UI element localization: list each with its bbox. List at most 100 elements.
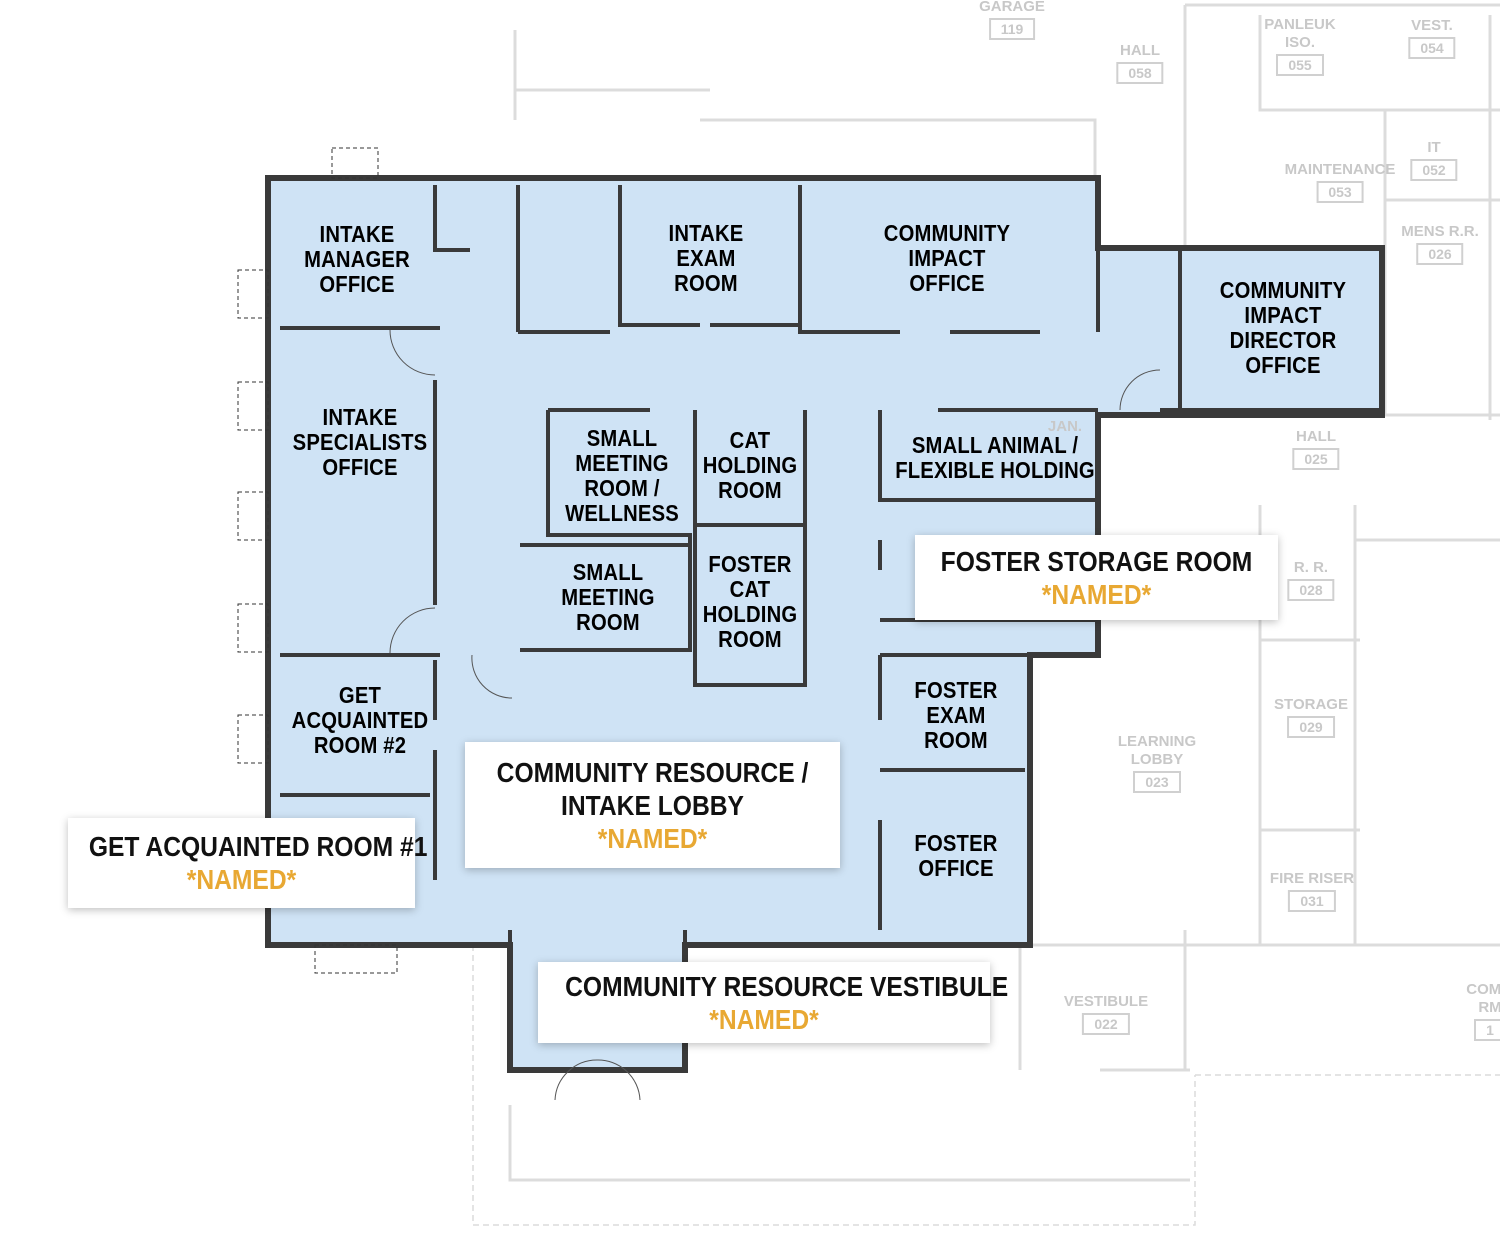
room-number: 028 <box>1287 579 1335 601</box>
room-label-line: COMMUNITY <box>883 220 1011 246</box>
existing-room-comm-rm: COMM RM1 <box>1460 981 1500 1041</box>
room-name: HALL <box>1119 42 1160 59</box>
room-label-line: INTAKE <box>319 221 395 247</box>
room-label-line: GET <box>338 682 382 708</box>
callout-foster-storage-room: FOSTER STORAGE ROOM*NAMED* <box>915 535 1278 620</box>
room-small-animal-flexible-holding: SMALL ANIMAL /FLEXIBLE HOLDING <box>882 433 1109 483</box>
callout-title: INTAKE LOBBY <box>561 789 744 821</box>
room-name: JAN. <box>1047 418 1083 435</box>
room-label-line: OFFICE <box>1245 352 1321 378</box>
existing-room-hall-058: HALL 058 <box>1116 42 1164 84</box>
room-name: LEARNING LOBBY <box>1117 733 1197 768</box>
existing-room-rr: R. R. 028 <box>1287 559 1335 601</box>
room-label-line: HOLDING <box>702 601 798 627</box>
callout-title: GET ACQUAINTED ROOM #1 <box>88 831 428 862</box>
existing-room-jan: JAN. <box>1048 418 1082 436</box>
door-swings <box>389 329 1161 1101</box>
room-name: COMM RM <box>1466 981 1500 1016</box>
named-tag: *NAMED* <box>597 822 708 854</box>
room-number: 054 <box>1408 37 1456 59</box>
room-number: 029 <box>1287 716 1335 738</box>
room-label-line: FLEXIBLE HOLDING <box>895 457 1095 483</box>
room-number: 026 <box>1416 243 1464 265</box>
room-label-line: FOSTER <box>914 830 998 856</box>
room-number: 058 <box>1116 62 1164 84</box>
room-label-line: IMPACT <box>908 245 986 271</box>
room-name: IT <box>1427 139 1441 156</box>
named-tag: *NAMED* <box>186 864 297 895</box>
room-name: MENS R.R. <box>1401 223 1479 240</box>
callout-community-resource-intake-lobby: COMMUNITY RESOURCE /INTAKE LOBBY*NAMED* <box>465 742 840 868</box>
existing-room-garage: GARAGE 119 <box>979 0 1045 40</box>
room-label-line: INTAKE <box>668 220 744 246</box>
named-tag: *NAMED* <box>709 1003 819 1035</box>
room-number: 052 <box>1410 159 1458 181</box>
room-label-line: EXAM <box>926 702 986 728</box>
room-number: 031 <box>1288 890 1336 912</box>
room-number: 022 <box>1082 1013 1130 1035</box>
callout-get-acquainted-room-1: GET ACQUAINTED ROOM #1*NAMED* <box>68 818 428 908</box>
existing-room-mens-rr: MENS R.R. 026 <box>1401 223 1479 265</box>
room-label-line: ACQUAINTED <box>291 707 429 733</box>
window-bays <box>237 147 398 974</box>
room-label-line: MANAGER <box>304 246 410 272</box>
room-label-line: DIRECTOR <box>1229 327 1337 353</box>
existing-room-vestibule: VESTIBULE 022 <box>1064 993 1148 1035</box>
room-label-line: ROOM <box>674 270 738 296</box>
existing-room-it: IT 052 <box>1410 139 1458 181</box>
room-name: R. R. <box>1293 559 1329 576</box>
interior-walls <box>280 185 1382 1070</box>
room-name: GARAGE <box>979 0 1045 15</box>
room-label-line: ROOM <box>576 609 640 635</box>
room-label-line: EXAM <box>676 245 736 271</box>
room-label-line: FOSTER <box>708 551 792 577</box>
room-number: 119 <box>988 18 1036 40</box>
existing-room-fire-riser: FIRE RISER 031 <box>1270 870 1354 912</box>
room-name: VESTIBULE <box>1063 993 1149 1010</box>
room-number: 053 <box>1316 181 1364 203</box>
room-name: HALL <box>1295 428 1336 445</box>
callout-community-resource-vestibule: COMMUNITY RESOURCE VESTIBULE*NAMED* <box>538 962 1009 1043</box>
named-tag: *NAMED* <box>1041 578 1152 610</box>
room-label-line: SMALL ANIMAL / <box>911 432 1079 458</box>
room-label-line: WELLNESS <box>565 500 679 526</box>
room-label-line: OFFICE <box>918 855 994 881</box>
room-label-line: IMPACT <box>1244 302 1322 328</box>
room-label-line: INTAKE <box>322 404 398 430</box>
room-label-line: ROOM #2 <box>313 732 407 758</box>
room-label-line: OFFICE <box>319 271 395 297</box>
room-label-line: SPECIALISTS <box>292 429 428 455</box>
room-label-line: CAT <box>729 576 771 602</box>
callout-title: COMMUNITY RESOURCE / <box>496 756 809 788</box>
room-label-line: OFFICE <box>322 454 398 480</box>
room-name: VEST. <box>1411 17 1453 34</box>
existing-room-vest: VEST. 054 <box>1408 17 1456 59</box>
room-name: MAINTENANCE <box>1284 161 1396 178</box>
existing-room-panleuk-iso: PANLEUK ISO.055 <box>1255 16 1345 76</box>
room-label-line: COMMUNITY <box>1219 277 1347 303</box>
room-label-line: MEETING <box>561 584 655 610</box>
room-name: FIRE RISER <box>1269 870 1355 887</box>
room-label-line: ROOM <box>924 727 988 753</box>
callout-title: COMMUNITY RESOURCE VESTIBULE <box>565 970 1009 1002</box>
room-number: 023 <box>1133 771 1181 793</box>
room-label-line: ROOM / <box>584 475 660 501</box>
room-label-line: MEETING <box>575 450 669 476</box>
room-label-line: ROOM <box>718 477 782 503</box>
room-label-line: OFFICE <box>909 270 985 296</box>
callout-title: FOSTER STORAGE ROOM <box>940 545 1253 577</box>
